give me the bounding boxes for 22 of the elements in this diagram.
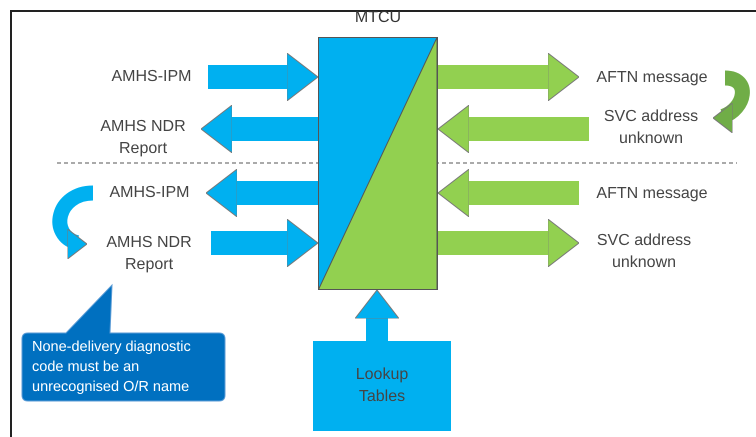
message-label: AMHS-IPM: [110, 183, 190, 203]
message-label: AFTN message: [596, 68, 708, 88]
block-arrow: [208, 52, 318, 102]
box-label: Lookup Tables: [354, 365, 410, 407]
message-label: SVC address unknown: [602, 107, 700, 149]
message-label: SVC address unknown: [596, 231, 692, 273]
block-arrow: [438, 104, 589, 154]
message-label: AMHS NDR Report: [105, 233, 193, 275]
block-arrow: [211, 218, 318, 268]
block-arrow: [712, 70, 750, 132]
message-label: AMHS-IPM: [112, 67, 192, 87]
message-label: AMHS NDR Report: [99, 117, 187, 159]
block-arrow: [354, 290, 400, 341]
block-arrow: [438, 218, 580, 268]
message-label: AFTN message: [596, 184, 708, 204]
lookup-table-box: [313, 341, 451, 431]
callout-bubble: [20, 283, 227, 403]
block-arrow: [52, 186, 94, 258]
block-arrow: [438, 168, 579, 218]
block-arrow: [438, 52, 580, 102]
callout-text: None-delivery diagnostic code must be an unrecognised O/R name: [32, 338, 192, 397]
block-title: MTCU: [354, 8, 402, 28]
